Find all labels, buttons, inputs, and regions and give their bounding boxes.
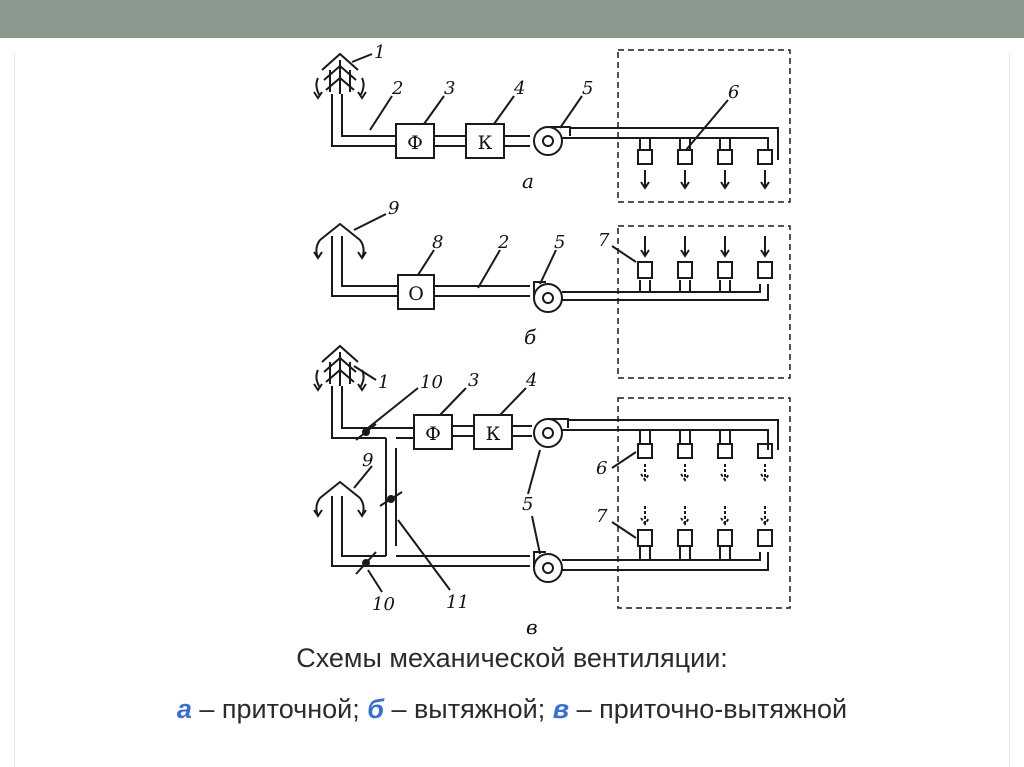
callout-c-6: 6 — [596, 458, 607, 479]
caption-title: Схемы механической вентиляции: — [296, 643, 728, 673]
fan-b — [533, 281, 563, 313]
caption-letter-a: а — [176, 694, 192, 724]
fan-a — [533, 126, 571, 156]
caption-legend: а – приточной; б – вытяжной; в – приточн… — [0, 694, 1024, 725]
branches-a — [637, 138, 773, 190]
scheme-c — [313, 344, 791, 609]
callout-c-3: 3 — [468, 370, 479, 391]
heater-label-c: К — [486, 423, 501, 445]
filter-label-c: Ф — [425, 423, 441, 445]
intake-head-a — [313, 52, 367, 100]
subfigure-label-c: в — [526, 615, 538, 639]
callout-c-5-top: 5 — [522, 494, 533, 515]
ventilation-scheme: Ф К О Ф К 1 2 3 4 5 6 а 9 8 2 5 7 б 1 10… — [313, 42, 791, 639]
callout-b-5: 5 — [554, 232, 565, 253]
heater-box-b — [397, 274, 435, 310]
callout-c-11: 11 — [446, 592, 469, 613]
damper-bottom — [355, 551, 377, 575]
callout-b-9: 9 — [388, 198, 399, 219]
exhaust-head-c — [313, 480, 367, 518]
filter-box-a — [395, 123, 435, 159]
room-boundary-a — [617, 49, 791, 203]
callout-b-8: 8 — [432, 232, 443, 253]
callout-a-1: 1 — [374, 42, 385, 63]
damper-middle — [379, 491, 403, 507]
callout-a-2: 2 — [391, 78, 403, 99]
callout-c-4: 4 — [525, 370, 537, 391]
callout-b-7: 7 — [598, 230, 610, 251]
filter-box-c — [413, 414, 453, 450]
exhaust-head-b — [313, 222, 367, 260]
room-boundary-c — [617, 397, 791, 609]
fan-c-supply — [533, 418, 569, 448]
branches-b — [637, 236, 773, 292]
subfigure-label-a: а — [522, 169, 534, 193]
callout-a-6: 6 — [728, 82, 739, 103]
callout-b-2: 2 — [497, 232, 509, 253]
heater-label-a: К — [478, 132, 493, 154]
branches-c-supply — [637, 430, 773, 482]
callout-c-9: 9 — [362, 450, 373, 471]
callout-c-10-top: 10 — [420, 372, 443, 393]
damper-top — [355, 423, 377, 441]
branches-c-exhaust — [637, 506, 773, 560]
callout-c-7: 7 — [596, 506, 608, 527]
caption-letter-c: в — [552, 694, 570, 724]
filter-label-a: Ф — [407, 132, 423, 154]
callout-c-10-bottom: 10 — [372, 594, 395, 615]
heater-box-a — [465, 123, 505, 159]
caption-text-c: – приточно-вытяжной — [569, 694, 848, 724]
heater-label-b: О — [408, 283, 424, 305]
callout-c-1: 1 — [378, 372, 389, 393]
caption-letter-b: б — [367, 694, 384, 724]
callout-a-5: 5 — [582, 78, 593, 99]
heater-box-c — [473, 414, 513, 450]
subfigure-label-b: б — [524, 325, 537, 349]
slide-frame — [14, 52, 1010, 767]
room-boundary-b — [617, 225, 791, 379]
callout-a-3: 3 — [444, 78, 455, 99]
scheme-a — [313, 49, 791, 203]
callout-a-4: 4 — [513, 78, 525, 99]
scheme-b — [313, 213, 791, 379]
caption-text-b: – вытяжной; — [383, 694, 553, 724]
caption-text-a: – приточной; — [191, 694, 368, 724]
title-bar — [0, 0, 1024, 38]
fan-c-exhaust — [533, 551, 563, 583]
